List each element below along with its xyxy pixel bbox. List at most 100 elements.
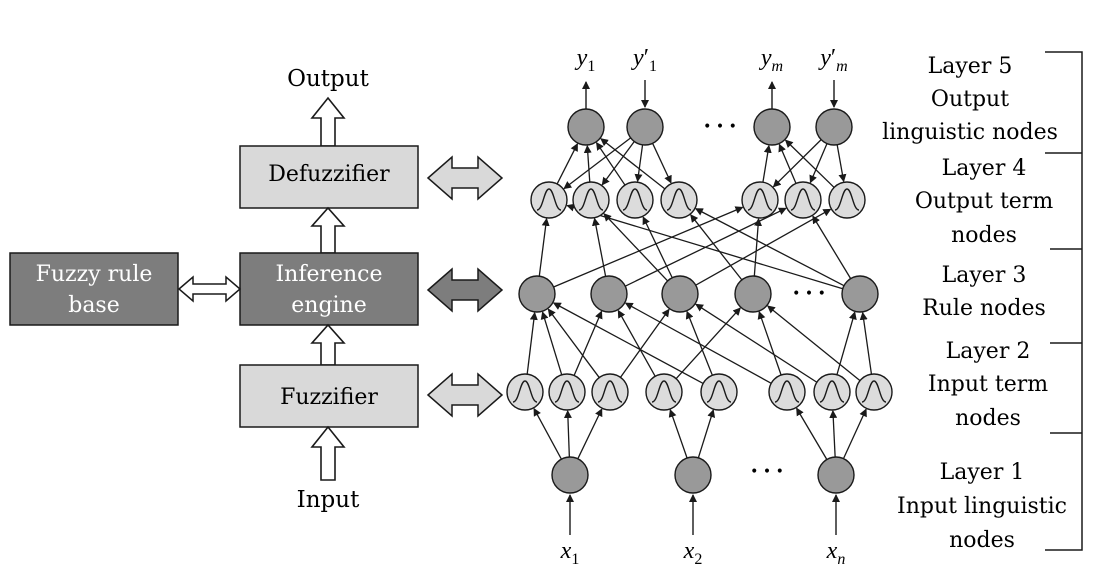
input-to-term-connection (829, 409, 838, 458)
inference-engine-line1: Inference (275, 262, 382, 287)
input-term-node (855, 373, 893, 411)
inference-engine-line2: engine (291, 293, 367, 318)
output-hollow-arrow (310, 96, 346, 147)
layer2-title: Layer 2 (946, 339, 1031, 364)
term-to-rule-connection (766, 305, 861, 382)
layer3-line1: Rule nodes (922, 296, 1046, 321)
layer5-line2: linguistic nodes (882, 120, 1058, 145)
layer2-line2: nodes (955, 406, 1021, 431)
layer4-title: Layer 4 (942, 156, 1027, 181)
fuzzifier-network-double-arrow (426, 372, 504, 418)
membership-function-icon (554, 380, 580, 403)
membership-function-icon (597, 380, 623, 403)
membership-function-icon (790, 188, 816, 211)
rule-node (590, 275, 628, 313)
desired-output-to-term-connection (772, 139, 822, 188)
membership-function-icon (819, 380, 845, 403)
layer-bracket (1045, 51, 1083, 551)
output-term-node (616, 181, 654, 219)
rule-node (841, 275, 879, 313)
rule-to-output-term-connection (566, 203, 843, 290)
term-to-rule-connection (859, 311, 873, 375)
term-to-rule-connection (526, 311, 538, 375)
input-symbols: x1 x2 xn (560, 538, 846, 568)
rule-to-output-term-connection (812, 215, 852, 279)
term-to-rule-connection (624, 302, 772, 384)
input-to-term-connection (533, 407, 562, 460)
input-to-term-connection (697, 409, 716, 459)
rule-node (518, 275, 556, 313)
layer5-line1: Output (931, 87, 1009, 112)
defuzzifier-network-double-arrow (426, 155, 504, 201)
input-to-term-connection (577, 408, 603, 460)
term-to-rule-connection (617, 309, 656, 377)
rule-to-output-term-connection (690, 214, 743, 281)
input-to-term-connection (842, 408, 867, 459)
network-connections (526, 80, 873, 535)
input-linguistic-node (674, 456, 712, 494)
layer3-title: Layer 3 (942, 263, 1027, 288)
inference-engine-box (239, 252, 419, 326)
output-term-node (660, 181, 698, 219)
membership-function-icon (706, 380, 732, 403)
input-linguistic-node (551, 456, 589, 494)
fuzzy-rule-base-box (9, 252, 179, 326)
desired-output-to-term-connection (836, 144, 847, 183)
input-term-node (591, 373, 629, 411)
rule-to-output-term-connection (538, 217, 550, 277)
output-symbol-ym: ym (759, 45, 783, 75)
layer4-line1: Output term (915, 189, 1054, 214)
term-to-output-connection (600, 138, 666, 190)
membership-function-icon (774, 380, 800, 403)
input-label: Input (297, 487, 360, 513)
output-linguistic-node (815, 108, 853, 146)
rule-to-output-term-connection (694, 208, 845, 287)
desired-output-to-term-connection (563, 137, 632, 190)
layer4-line2: nodes (951, 223, 1017, 248)
input-symbol-x1: x1 (560, 538, 580, 568)
input-layer-ellipsis: • • • (750, 464, 784, 480)
rule-to-output-term-connection (603, 213, 669, 282)
term-to-output-connection (778, 143, 797, 184)
layer-labels: Layer 5 Output linguistic nodes Layer 4 … (882, 54, 1067, 553)
membership-function-icon (666, 188, 692, 211)
term-to-rule-connection (675, 307, 741, 380)
term-to-output-connection (762, 144, 772, 183)
defuzzifier-box (239, 145, 419, 209)
membership-function-icon (622, 188, 648, 211)
membership-function-icon (536, 188, 562, 211)
layer2-line1: Input term (928, 372, 1048, 397)
inference-network-double-arrow (426, 267, 504, 313)
rule-base-inference-double-arrow (177, 275, 242, 303)
membership-function-icon (861, 380, 887, 403)
fuzzy-rule-base-line1: Fuzzy rule (36, 262, 153, 287)
term-to-output-connection (784, 139, 835, 188)
output-term-node (572, 181, 610, 219)
rule-to-output-term-connection (553, 206, 744, 288)
layer1-line1: Input linguistic (897, 494, 1067, 519)
network-nodes (506, 108, 893, 494)
output-symbol-y1-prime: y′1 (631, 45, 657, 75)
input-term-node (645, 373, 683, 411)
input-term-node (700, 373, 738, 411)
desired-output-to-term-connection (652, 143, 672, 184)
membership-function-icon (747, 188, 773, 211)
fuzzifier-label: Fuzzifier (280, 385, 378, 410)
desired-output-to-term-connection (809, 143, 828, 184)
fuzzifier-to-inference-arrow (310, 323, 346, 366)
input-to-term-connection (796, 407, 828, 460)
input-to-term-connection (563, 409, 572, 458)
rule-layer-ellipsis: • • • (792, 286, 826, 302)
term-to-rule-connection (695, 303, 818, 383)
output-linguistic-node (626, 108, 664, 146)
rule-to-output-term-connection (642, 216, 673, 279)
term-to-output-connection (583, 144, 592, 183)
term-to-rule-connection (619, 308, 670, 378)
input-linguistic-node (817, 456, 855, 494)
input-term-node (813, 373, 851, 411)
term-to-rule-connection (757, 311, 782, 376)
membership-function-icon (578, 188, 604, 211)
fuzzifier-box (239, 364, 419, 428)
output-term-node (741, 181, 779, 219)
